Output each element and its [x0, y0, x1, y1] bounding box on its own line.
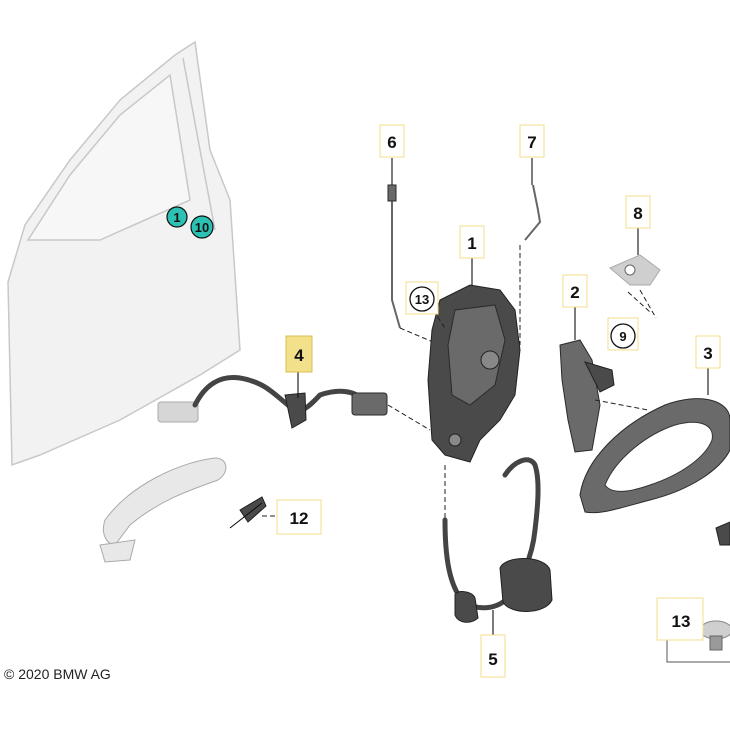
part-8-clip — [609, 254, 661, 319]
svg-text:3: 3 — [703, 344, 712, 363]
svg-text:4: 4 — [294, 346, 304, 365]
leader-lines — [297, 158, 709, 398]
part-13-inset — [666, 598, 730, 663]
label-2[interactable]: 2 — [562, 274, 588, 308]
outer-door-handle — [99, 457, 227, 563]
part-7-rod — [519, 184, 542, 345]
svg-text:12: 12 — [290, 509, 309, 528]
svg-text:2: 2 — [570, 283, 579, 302]
svg-text:1: 1 — [467, 234, 476, 253]
svg-text:10: 10 — [195, 220, 209, 235]
part-12-bracket — [229, 496, 290, 529]
label-7[interactable]: 7 — [519, 124, 545, 158]
part-5-cable — [442, 457, 553, 635]
part-2-carrier — [559, 339, 649, 453]
circle-label-13[interactable]: 13 — [405, 281, 439, 315]
label-6[interactable]: 6 — [379, 124, 405, 158]
svg-text:6: 6 — [387, 133, 396, 152]
copyright-notice: © 2020 BMW AG — [4, 666, 111, 682]
part-6-rod — [387, 184, 441, 346]
label-1[interactable]: 1 — [459, 225, 485, 259]
label-3[interactable]: 3 — [695, 335, 721, 369]
label-5[interactable]: 5 — [480, 634, 506, 678]
part-4-cable — [157, 374, 431, 431]
svg-text:9: 9 — [619, 329, 626, 344]
svg-text:8: 8 — [633, 204, 642, 223]
svg-text:7: 7 — [527, 133, 536, 152]
svg-text:5: 5 — [488, 650, 497, 669]
door-marker-10[interactable]: 10 — [190, 215, 214, 239]
label-4[interactable]: 4 — [285, 335, 313, 373]
label-13-inset[interactable]: 13 — [656, 597, 704, 641]
door-marker-1[interactable]: 1 — [166, 206, 188, 228]
part-3-bracket — [579, 398, 730, 546]
circle-label-9[interactable]: 9 — [607, 317, 639, 351]
label-12[interactable]: 12 — [276, 499, 322, 535]
svg-text:13: 13 — [415, 292, 429, 307]
door-panel — [7, 40, 241, 467]
part-1-door-lock — [427, 284, 521, 463]
svg-text:1: 1 — [173, 210, 180, 225]
label-8[interactable]: 8 — [625, 195, 651, 229]
svg-text:13: 13 — [672, 612, 691, 631]
